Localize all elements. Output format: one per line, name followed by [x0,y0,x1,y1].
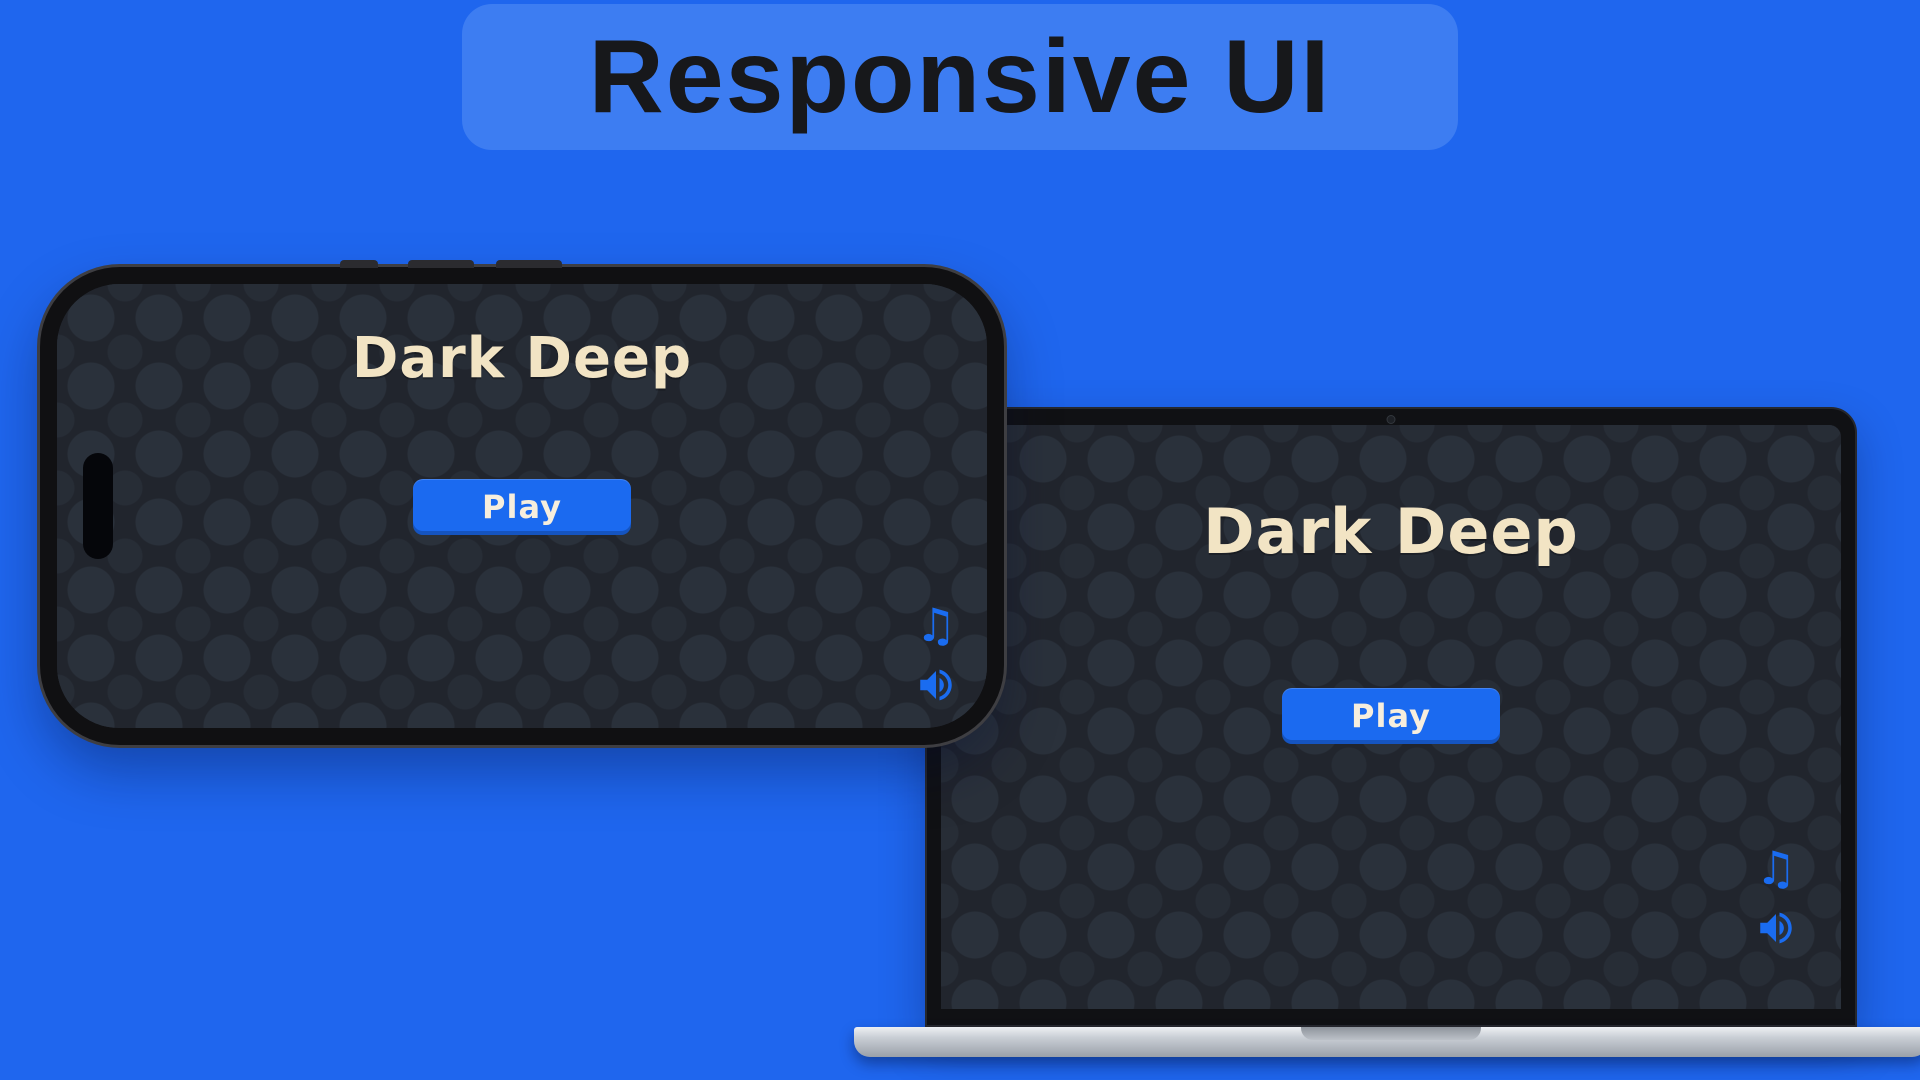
music-icon[interactable]: ♫ [1755,841,1797,895]
music-icon[interactable]: ♫ [915,598,957,652]
phone-mockup: Dark Deep Play ♫ [40,260,1004,745]
phone-mute-button [340,260,378,268]
page-title-banner: Responsive UI [462,4,1458,150]
laptop-camera-icon [1386,415,1396,424]
speaker-icon[interactable] [1755,907,1797,949]
laptop-display: Dark Deep Play ♫ [941,425,1841,1009]
phone-volume-button [408,260,474,268]
phone-display: Dark Deep Play ♫ [57,284,987,728]
laptop-game-screen: Dark Deep Play ♫ [941,425,1841,1009]
phone-game-screen: Dark Deep Play ♫ [57,284,987,728]
sound-controls: ♫ [915,602,957,706]
page-title: Responsive UI [588,18,1332,135]
laptop-mockup: Dark Deep Play ♫ [854,407,1920,1057]
sound-controls: ♫ [1755,845,1797,949]
phone-volume-button [496,260,562,268]
game-title: Dark Deep [351,326,693,392]
laptop-screen: Dark Deep Play ♫ [925,407,1857,1027]
laptop-lid-notch [1301,1027,1481,1040]
laptop-base [854,1027,1920,1057]
game-title: Dark Deep [1203,495,1579,569]
speaker-icon[interactable] [915,664,957,706]
play-button[interactable]: Play [413,479,631,536]
play-button[interactable]: Play [1282,687,1500,744]
phone-dynamic-island [83,453,113,559]
